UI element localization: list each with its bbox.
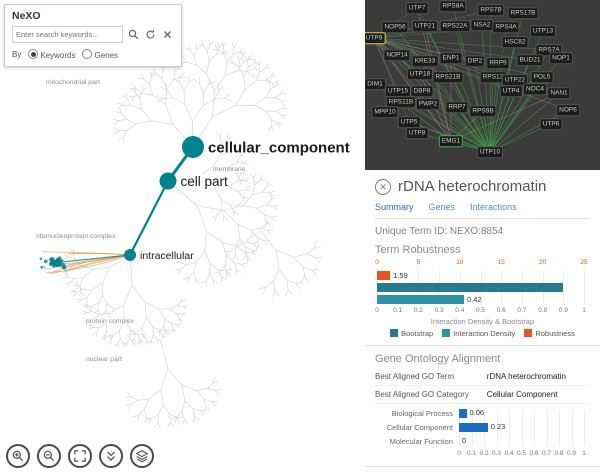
gene-node-bud21[interactable]: BUD21 (516, 54, 544, 66)
svg-text:ribonucleoprotein complex: ribonucleoprotein complex (36, 233, 116, 240)
svg-text:protein complex: protein complex (86, 318, 135, 325)
table-row: Best Aligned GO Term rDNA heterochromati… (375, 368, 590, 386)
svg-text:cell part: cell part (181, 174, 229, 189)
svg-text:mitochondrial part: mitochondrial part (46, 79, 100, 86)
gene-node-nop56[interactable]: NOP56 (381, 21, 409, 33)
gene-node-utp5[interactable]: UTP5 (397, 116, 421, 128)
section-go-alignment: Gene Ontology Alignment (375, 353, 501, 365)
search-icon[interactable] (127, 28, 140, 41)
gene-node-nop6[interactable]: NOP6 (556, 104, 580, 116)
zoom-out-button[interactable] (37, 444, 61, 468)
gene-node-rps7a[interactable]: RPS7A (535, 44, 563, 56)
zoom-controls (6, 444, 154, 468)
svg-text:cellular_component: cellular_component (208, 139, 350, 156)
gene-node-rps22a[interactable]: RPS22A (439, 20, 471, 32)
gene-node-utp21[interactable]: UTP21 (411, 20, 439, 32)
gene-node-hsc82[interactable]: HSC82 (501, 36, 529, 48)
detail-tabs: Summary Genes Interactions (375, 200, 590, 219)
gene-node-dip2[interactable]: DIP2 (464, 55, 486, 67)
legend-robustness: Robustness (524, 329, 575, 338)
zoom-in-button[interactable] (6, 444, 30, 468)
gene-node-rrp7[interactable]: RRP7 (445, 101, 469, 113)
close-icon[interactable]: ✕ (375, 178, 391, 195)
tab-genes[interactable]: Genes (428, 202, 456, 212)
keywords-radio[interactable]: Keywords (28, 49, 75, 60)
robustness-axis-caption: Interaction Density & Bootstrap (430, 317, 535, 326)
svg-text:nuclear part: nuclear part (86, 356, 122, 363)
app-title: NeXO (12, 10, 41, 22)
gene-node-dbp8[interactable]: DBP8 (410, 85, 434, 97)
gene-node-utp6[interactable]: UTP6 (539, 118, 563, 130)
term-detail-panel: ✕ rDNA heterochromatin Summary Genes Int… (365, 170, 600, 473)
svg-text:intracellular: intracellular (140, 250, 194, 262)
layers-button[interactable] (130, 444, 154, 468)
gene-node-rps17b[interactable]: RPS17B (507, 7, 539, 19)
gene-node-pwp2[interactable]: PWP2 (415, 98, 441, 110)
table-row: Best Aligned GO Category Cellular Compon… (375, 386, 590, 404)
gene-node-nop14[interactable]: NOP14 (383, 49, 411, 61)
gene-node-nan1[interactable]: NAN1 (547, 87, 571, 99)
section-term-robustness: Term Robustness (375, 244, 461, 256)
gene-node-pol5[interactable]: POL5 (530, 71, 554, 83)
robustness-legend: Bootstrap Interaction Density Robustness (375, 329, 590, 338)
gene-node-rps4a[interactable]: RPS4A (492, 21, 520, 33)
gene-node-utp8[interactable]: UTP8 (405, 127, 429, 139)
gene-node-utp7[interactable]: UTP7 (405, 2, 429, 14)
gene-node-utp18[interactable]: UTP18 (406, 68, 434, 80)
reset-icon[interactable] (144, 28, 157, 41)
gene-node-noc4[interactable]: NOC4 (522, 83, 548, 95)
gene-node-emg1[interactable]: EMG1 (438, 135, 464, 147)
tab-interactions[interactable]: Interactions (470, 202, 517, 212)
gene-node-rps21b[interactable]: RPS21B (432, 71, 464, 83)
genes-radio[interactable]: Genes (82, 49, 118, 60)
fit-to-screen-button[interactable] (68, 444, 92, 468)
search-input[interactable] (12, 26, 123, 43)
gene-node-enp1[interactable]: ENP1 (439, 52, 463, 64)
legend-interaction-density: Interaction Density (442, 329, 515, 338)
legend-bootstrap: Bootstrap (390, 329, 433, 338)
gene-node-rps7b[interactable]: RPS7B (477, 4, 505, 16)
gene-node-utp9[interactable]: UTP9 (365, 32, 386, 44)
gene-node-nsa2[interactable]: NSA2 (470, 19, 494, 31)
gene-node-rps9b[interactable]: RPS9B (469, 105, 497, 117)
search-panel: NeXO (4, 4, 182, 67)
gene-node-rrp9[interactable]: RRP9 (486, 57, 510, 69)
gene-node-mpp10[interactable]: MPP10 (371, 106, 399, 118)
gene-node-utp4[interactable]: UTP4 (499, 85, 523, 97)
gene-node-rps11b[interactable]: RPS11B (385, 96, 417, 108)
gene-node-utp10[interactable]: UTP10 (476, 146, 504, 158)
gene-node-utp15[interactable]: UTP15 (384, 85, 412, 97)
by-label: By (12, 50, 22, 59)
gene-node-dim1[interactable]: DIM1 (365, 78, 386, 90)
gene-node-kre33[interactable]: KRE33 (411, 55, 439, 67)
svg-text:membrane: membrane (213, 166, 246, 173)
unique-term-id: Unique Term ID: NEXO:8854 (375, 226, 504, 237)
gene-node-utp13[interactable]: UTP13 (529, 25, 557, 37)
expand-all-button[interactable] (99, 444, 123, 468)
term-title: rDNA heterochromatin (398, 178, 547, 195)
clear-icon[interactable] (161, 28, 174, 41)
gene-node-nop1[interactable]: NOP1 (549, 52, 573, 64)
gene-node-rps8a[interactable]: RPS8A (439, 0, 467, 12)
tab-summary[interactable]: Summary (375, 202, 414, 212)
